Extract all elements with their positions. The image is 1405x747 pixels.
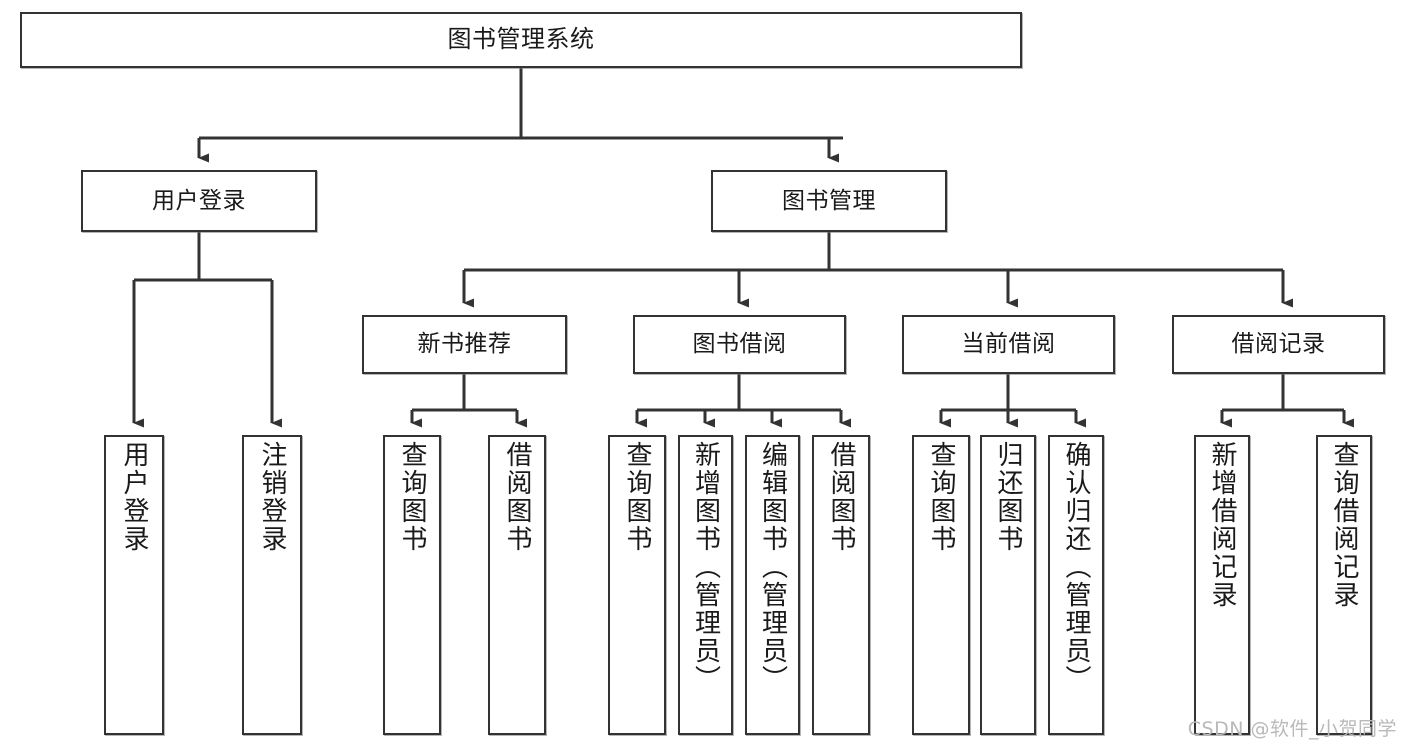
node-label: 图书借阅	[692, 331, 787, 358]
node-label: 新增借阅记录	[1207, 441, 1237, 609]
node-label: 用户登录	[152, 187, 246, 214]
node-leaf-return-book[interactable]: 归还图书	[980, 435, 1036, 735]
node-label: 归还图书	[993, 441, 1023, 553]
node-leaf-edit-book[interactable]: 编辑图书（管理员）	[745, 435, 800, 735]
node-user-login[interactable]: 用户登录	[81, 170, 317, 232]
node-leaf-add-record[interactable]: 新增借阅记录	[1194, 435, 1250, 735]
node-leaf-query-book-3[interactable]: 查询图书	[912, 435, 970, 735]
node-label: 借阅图书	[826, 441, 856, 553]
node-leaf-query-book-2[interactable]: 查询图书	[608, 435, 666, 735]
node-borrow-record[interactable]: 借阅记录	[1172, 315, 1385, 374]
node-leaf-add-book[interactable]: 新增图书（管理员）	[678, 435, 733, 735]
node-root-system[interactable]: 图书管理系统	[20, 12, 1022, 68]
csdn-watermark: CSDN @软件_小贺同学	[1187, 718, 1397, 740]
node-label: 查询图书	[622, 441, 652, 553]
node-label: 借阅记录	[1231, 331, 1326, 358]
node-label: 图书管理系统	[447, 25, 595, 54]
node-label: 用户登录	[119, 441, 149, 553]
node-label: 确认归还（管理员）	[1061, 441, 1091, 693]
node-label: 查询图书	[397, 441, 427, 553]
node-leaf-confirm-return[interactable]: 确认归还（管理员）	[1048, 435, 1104, 735]
node-label: 当前借阅	[961, 331, 1056, 358]
node-label: 新增图书（管理员）	[690, 441, 721, 693]
node-label: 注销登录	[257, 441, 287, 553]
node-leaf-query-record[interactable]: 查询借阅记录	[1316, 435, 1372, 735]
node-book-borrow[interactable]: 图书借阅	[633, 315, 846, 374]
node-leaf-borrow-book-1[interactable]: 借阅图书	[488, 435, 546, 735]
node-label: 查询图书	[926, 441, 956, 553]
node-leaf-borrow-book-2[interactable]: 借阅图书	[812, 435, 870, 735]
node-label: 图书管理	[782, 187, 876, 214]
node-leaf-user-logout[interactable]: 注销登录	[242, 435, 302, 735]
node-label: 编辑图书（管理员）	[757, 441, 788, 693]
node-label: 查询借阅记录	[1329, 441, 1359, 609]
node-leaf-query-book-1[interactable]: 查询图书	[383, 435, 441, 735]
node-label: 新书推荐	[417, 331, 512, 358]
node-new-book-rec[interactable]: 新书推荐	[362, 315, 567, 374]
node-label: 借阅图书	[502, 441, 532, 553]
node-current-borrow[interactable]: 当前借阅	[902, 315, 1115, 374]
node-leaf-user-login[interactable]: 用户登录	[104, 435, 164, 735]
node-book-manage[interactable]: 图书管理	[711, 170, 947, 232]
